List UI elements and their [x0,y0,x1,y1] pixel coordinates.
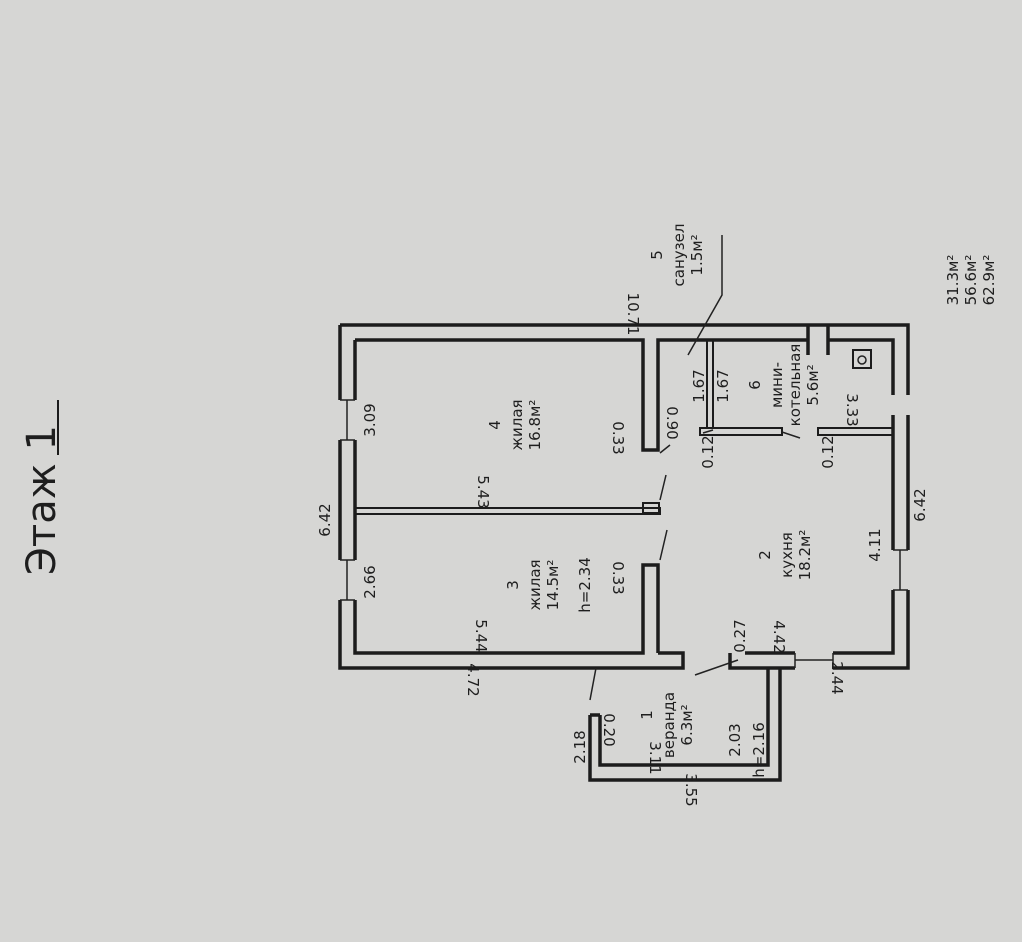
room-area: 14.5м² [544,560,562,611]
dim-kitchen-width: 4.11 [866,528,884,561]
dim-bottom-244: 2.44 [828,661,846,694]
dim-wall-033b: 0.33 [609,561,627,594]
room-area: 1.5м² [688,234,706,275]
dim-room3-length: 5.44 [472,619,490,652]
dim-wall-027: 0.27 [731,619,749,652]
dim-room3-width: 2.66 [361,565,379,598]
dimensions-rotated: 10.71 5.43 5.44 4.72 0.33 0.33 0.90 3.33… [464,293,861,807]
room-height: h=2.34 [576,557,594,612]
room-label-5: 5 санузел 1.5м² [648,224,706,287]
room-height: h=2.16 [750,722,768,777]
dim-san-167a: 1.67 [690,369,708,402]
room-number: 1 [638,710,656,720]
room-area: 18.2м² [796,530,814,581]
dim-room4-length: 5.43 [474,475,492,508]
room-name: кухня [778,532,796,578]
walls [338,235,910,782]
room-name: жилая [526,559,544,610]
dimensions: 6.42 3.09 2.66 1.67 1.67 0.12 0.12 4.11 … [316,369,929,763]
dim-kitchen-length: 4.42 [770,620,788,653]
room-label-3: 3 жилая 14.5м² h=2.34 [504,557,594,612]
room-number: 3 [504,580,522,590]
dim-left-total: 6.42 [316,503,334,536]
room-number: 6 [746,380,764,390]
dim-veranda-203: 2.03 [726,723,744,756]
room-number: 2 [756,550,774,560]
dim-wall-033a: 0.33 [609,421,627,454]
room-label-1: 1 веранда 6.3м² h=2.16 [638,692,768,778]
room-name: жилая [508,399,526,450]
room-name: санузел [670,224,688,287]
room-area: 16.8м² [526,400,544,451]
dim-boiler-333: 3.33 [843,393,861,426]
room-label-2: 2 кухня 18.2м² [756,530,814,581]
room-name: котельная [786,344,804,427]
room-number: 4 [486,420,504,430]
room-area: 5.6м² [804,364,822,405]
room-name: веранда [660,692,678,758]
dim-veranda-311: 3.11 [646,741,664,774]
dim-veranda-355: 3.55 [682,773,700,806]
dim-wall-012b: 0.12 [819,435,837,468]
dim-room4-width: 3.09 [361,403,379,436]
room-area: 6.3м² [678,704,696,745]
dim-top-total: 10.71 [624,293,642,336]
dim-veranda-218: 2.18 [571,730,589,763]
dim-house-bottom-left: 4.72 [464,663,482,696]
room-number: 5 [648,250,666,260]
total-area: 56.6м² [962,255,980,306]
room-label-6: 6 мини- котельная 5.6м² [746,344,822,427]
total-area: 31.3м² [944,255,962,306]
dim-veranda-020: 0.20 [600,713,618,746]
dim-wall-012a: 0.12 [699,435,717,468]
dim-san-167b: 1.67 [714,369,732,402]
dim-door-090: 0.90 [663,406,681,439]
area-totals: 31.3м² 56.6м² 62.9м² [944,255,998,306]
dim-right-total: 6.42 [911,488,929,521]
room-label-4: 4 жилая 16.8м² [486,399,544,450]
total-area: 62.9м² [980,255,998,306]
room-name: мини- [768,362,786,408]
